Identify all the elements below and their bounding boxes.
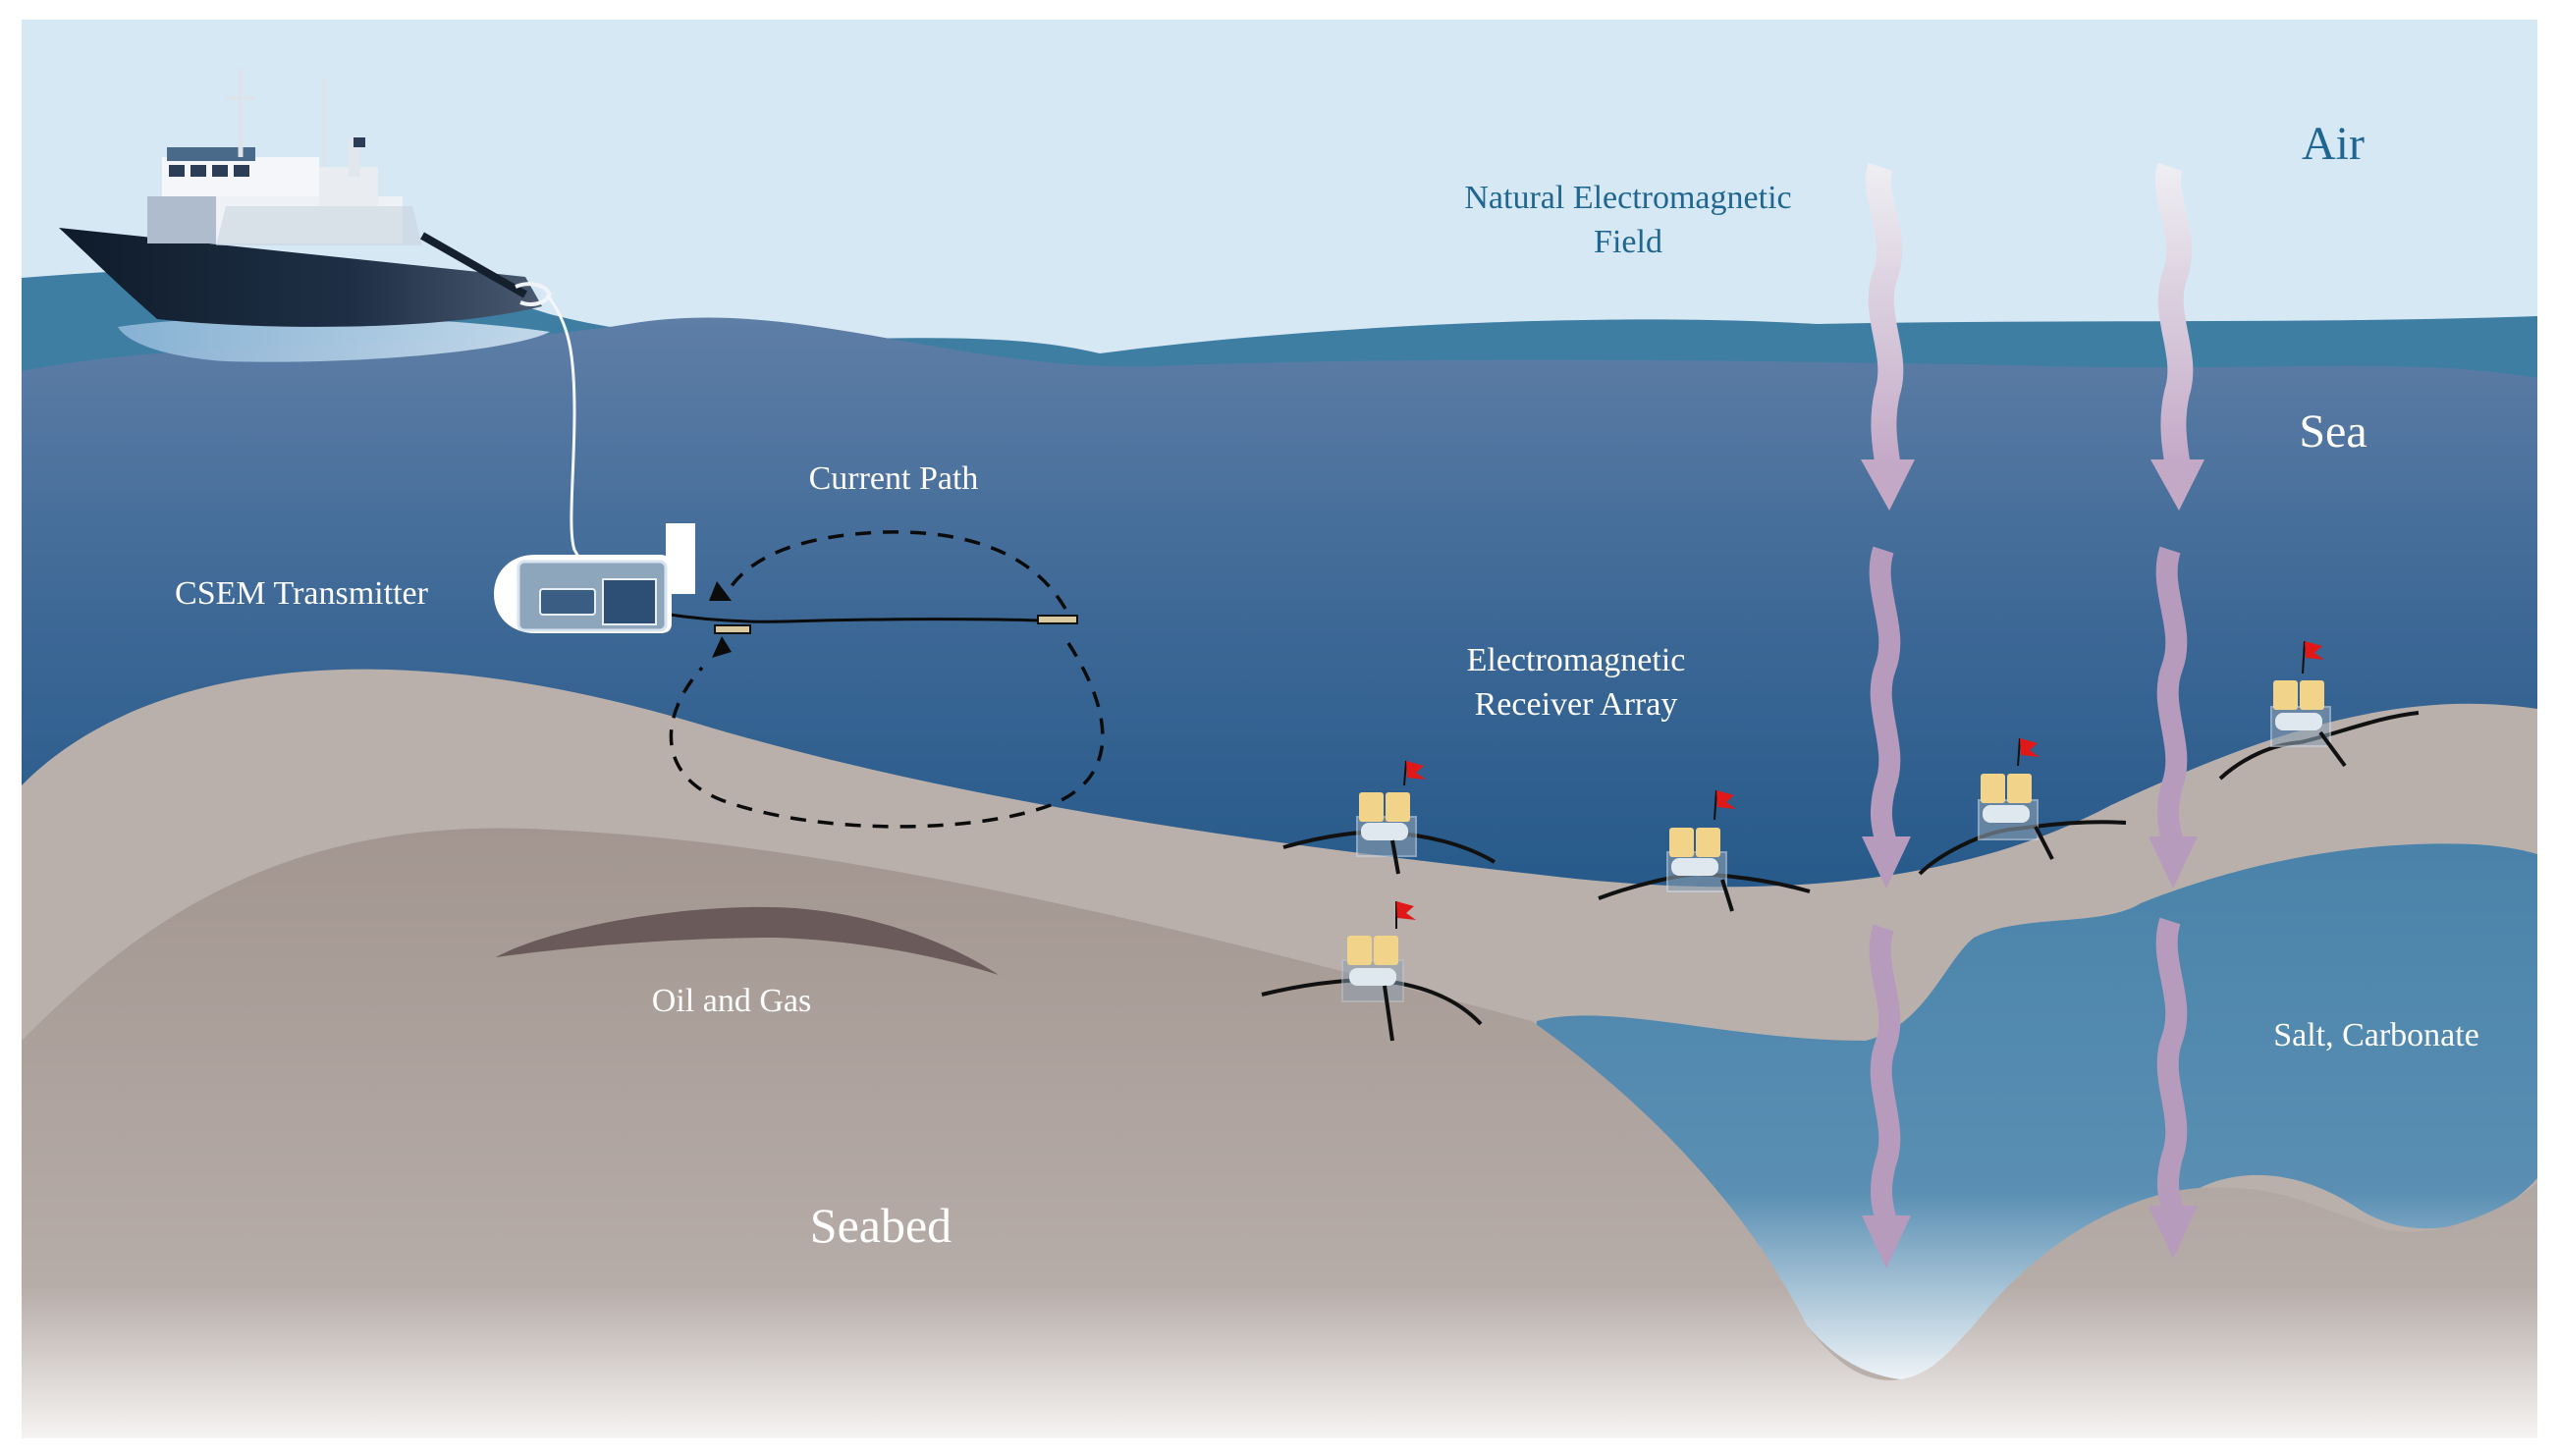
natural-field-label-line2: Field: [1594, 224, 1662, 260]
down-arrow-icon: [2150, 162, 2204, 511]
seabed-layer: [22, 828, 2537, 1438]
down-arrow-icon: [1862, 546, 1911, 889]
salt-carbonate-body: [1536, 843, 2537, 1380]
natural-field-label-line1: Natural Electromagnetic: [1464, 180, 1791, 216]
current-arrow-head-upper: [709, 581, 732, 601]
receiver-icon: [1598, 789, 1811, 912]
seabed-label: Seabed: [810, 1198, 952, 1253]
down-arrow-icon: [1861, 162, 1915, 511]
flag-icon: [2020, 738, 2040, 757]
receiver-5: [1261, 901, 1483, 1042]
current-path-label: Current Path: [809, 460, 979, 497]
receiver-icon: [2218, 640, 2420, 781]
receiver-icon: [1261, 901, 1483, 1042]
electrode-far: [1037, 615, 1078, 624]
oil-gas-reservoir: [496, 906, 999, 975]
csem-transmitter-label: CSEM Transmitter: [175, 575, 429, 612]
down-arrow-icon: [1862, 924, 1911, 1268]
down-arrow-icon: [2149, 546, 2198, 889]
oil-gas-label: Oil and Gas: [652, 983, 811, 1019]
air-label: Air: [2302, 118, 2365, 170]
current-path-loop: [723, 530, 1067, 610]
receiver-3: [1918, 737, 2127, 876]
receiver-array-label-line1: Electromagnetic: [1467, 642, 1686, 678]
electrode-near: [714, 624, 751, 634]
receiver-array-label-line2: Receiver Array: [1475, 686, 1678, 723]
receiver-4: [2218, 640, 2420, 781]
survey-vessel-icon: [59, 69, 553, 362]
salt-carbonate-label: Salt, Carbonate: [2273, 1017, 2479, 1053]
transmitter-antenna: [662, 612, 1042, 623]
sea-label: Sea: [2299, 405, 2367, 458]
current-arrow-head-lower: [712, 636, 732, 658]
down-arrow-icon: [2149, 917, 2198, 1259]
receiver-icon: [1918, 737, 2127, 876]
flag-icon: [1396, 901, 1416, 920]
csem-transmitter-icon: [494, 523, 695, 633]
receiver-icon: [1282, 760, 1496, 875]
receiver-2: [1598, 789, 1811, 912]
receiver-1: [1282, 760, 1496, 875]
current-path-loop-lower: [669, 642, 1105, 829]
flag-icon: [1406, 761, 1426, 780]
flag-icon: [1716, 790, 1736, 809]
flag-icon: [2305, 641, 2324, 660]
